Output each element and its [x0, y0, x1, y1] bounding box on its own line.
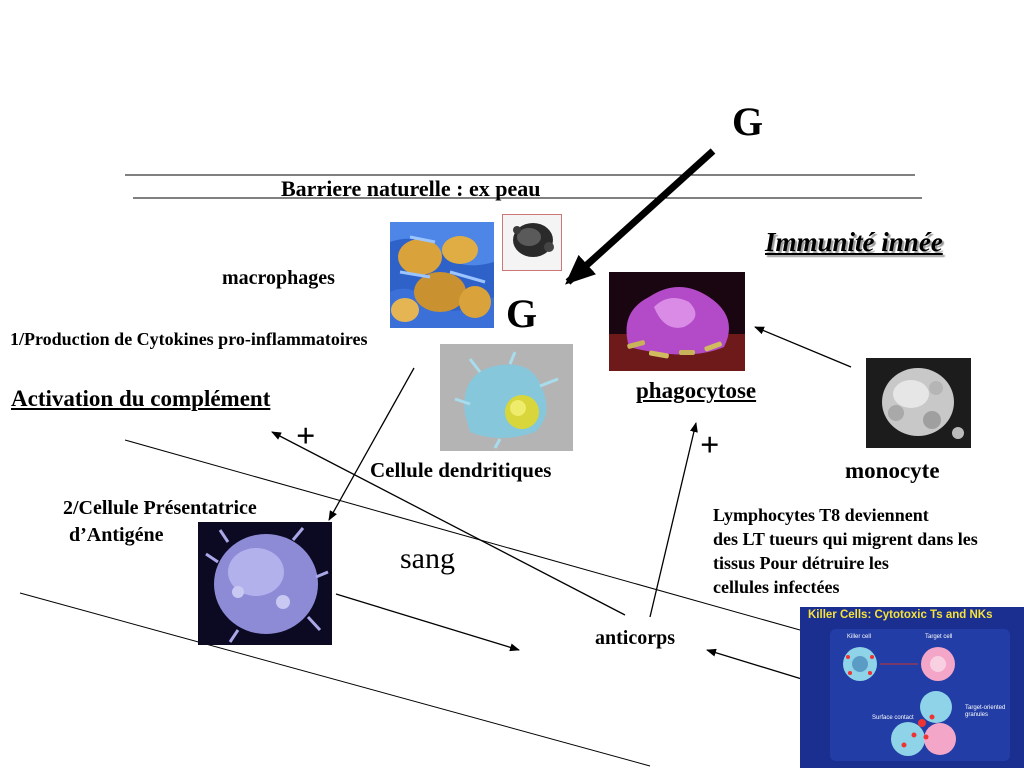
phagocytose-label: phagocytose [636, 378, 757, 403]
arrow-anticorps-to-complement [271, 431, 626, 616]
target-cell-caption: Target cell [925, 634, 953, 640]
arrow-macrophage-to-cpa [328, 367, 415, 521]
vessel-line-lower [19, 592, 651, 767]
monocyte-label: monocyte [845, 458, 940, 483]
plus-right: + [700, 427, 720, 464]
sang-label: sang [400, 542, 455, 575]
killer-panel-title: Killer Cells: Cytotoxic Ts and NKs [808, 609, 993, 621]
surface-contact-caption: Surface contact [872, 715, 914, 721]
target-oriented-caption: Target-oriented granules [965, 705, 1006, 718]
lymphocytes-line4: cellules infectées [713, 577, 840, 597]
arrow-monocyte-to-phagocyte [754, 326, 852, 368]
macrophages-label: macrophages [222, 267, 335, 289]
g-mid-label: G [506, 291, 538, 336]
cpa-label-line1: 2/Cellule Présentatrice [63, 497, 257, 519]
g-entry-arrow [565, 148, 716, 285]
arrow-cpa-to-anticorps [335, 593, 520, 652]
phagocyte-micrograph [609, 272, 745, 371]
activation-complement-label: Activation du complément [11, 386, 271, 411]
g-top-label: G [732, 99, 764, 144]
barriere-label: Barriere naturelle : ex peau [281, 176, 541, 201]
small-cell-micrograph [502, 214, 562, 271]
cpa-micrograph [198, 522, 332, 645]
dendritic-cell-micrograph [440, 344, 573, 451]
anticorps-label: anticorps [595, 627, 675, 649]
arrow-anticorps-to-phagocytose [649, 422, 698, 618]
killer-cells-panel: Killer Cells: Cytotoxic Ts and NKs Kille… [800, 607, 1024, 768]
monocyte-micrograph [866, 358, 971, 448]
production-cytokines-label: 1/Production de Cytokines pro-inflammato… [10, 329, 368, 349]
lymphocytes-line2: des LT tueurs qui migrent dans les [713, 529, 978, 549]
killer-cell-caption: Killer cell [847, 634, 872, 640]
cpa-label-line2: d’Antigéne [69, 524, 164, 546]
lymphocytes-line1: Lymphocytes T8 deviennent [713, 505, 929, 525]
arrow-killer-to-anticorps [706, 648, 806, 681]
macrophage-micrograph [390, 222, 494, 328]
immunite-innee-title: Immunité innée [765, 227, 943, 257]
cellule-dendritiques-label: Cellule dendritiques [370, 458, 552, 482]
lymphocytes-line3: tissus Pour détruire les [713, 553, 889, 573]
plus-left: + [296, 418, 316, 455]
vessel-line-upper [124, 439, 801, 631]
